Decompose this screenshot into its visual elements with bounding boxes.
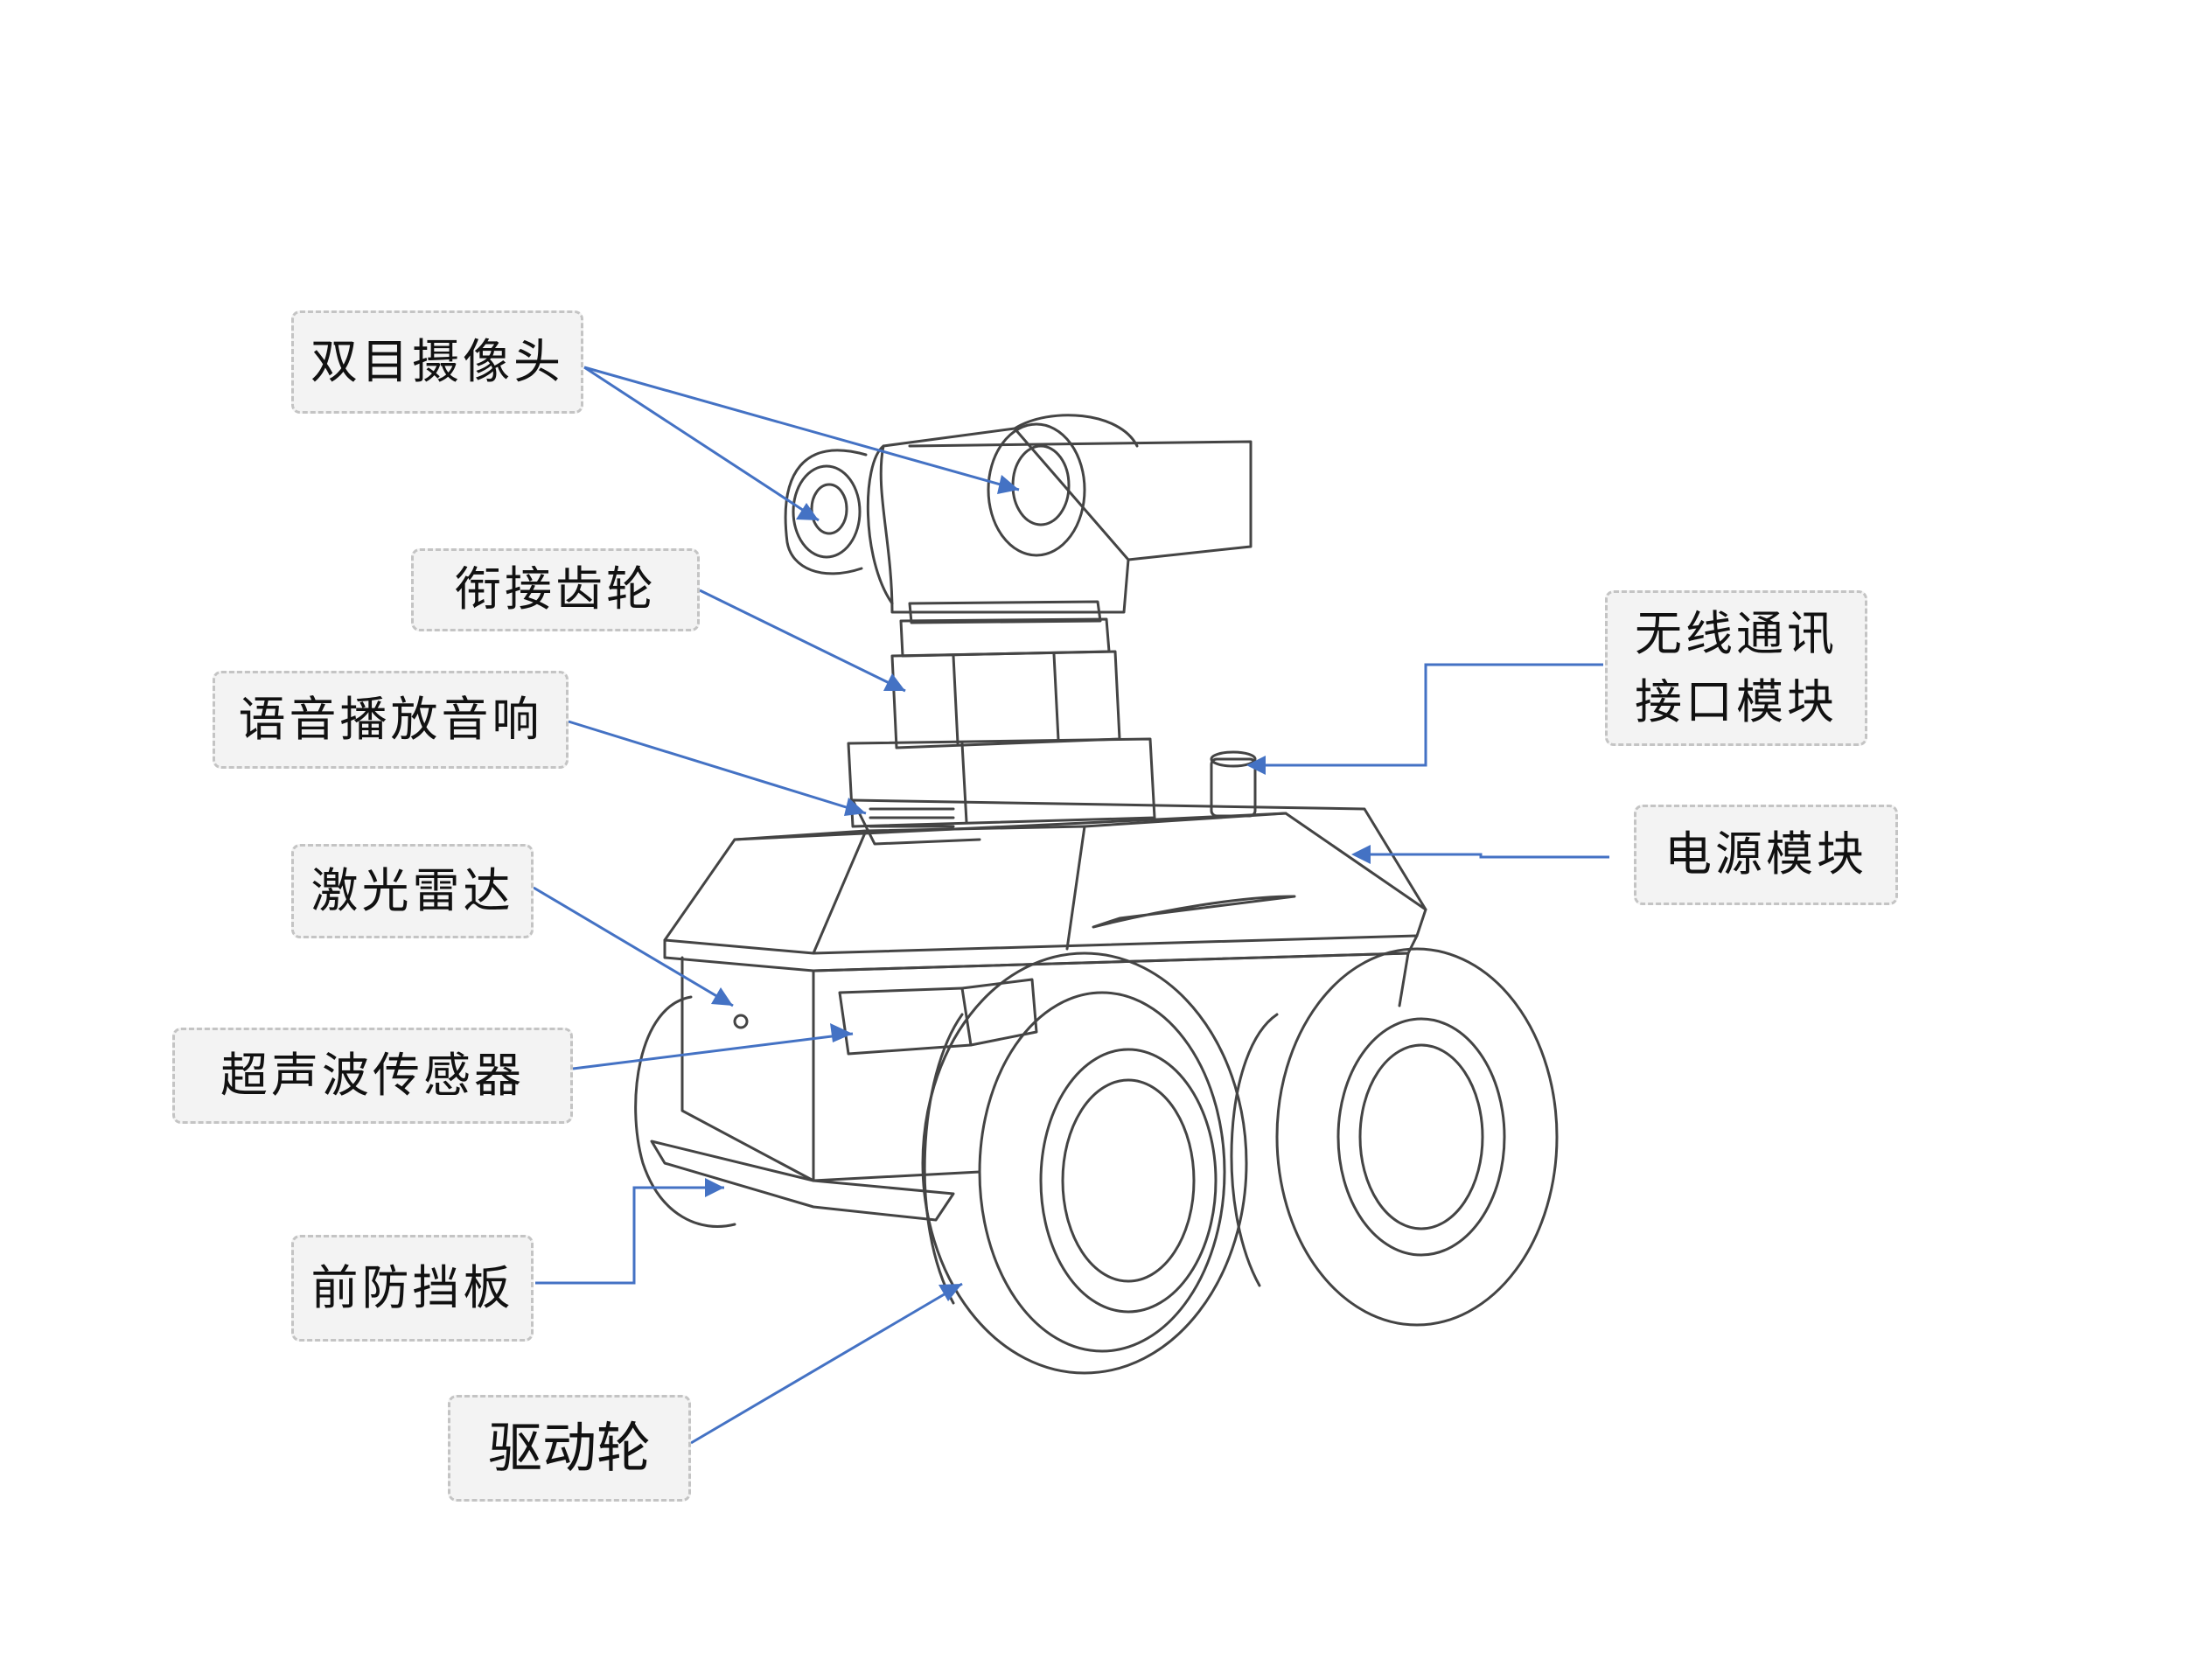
leader-drive-wheel — [690, 1282, 963, 1445]
leader-power — [1360, 853, 1609, 859]
label-drive-wheel: 驱动轮 — [448, 1395, 691, 1502]
leader-wireless — [1260, 663, 1603, 767]
gear-stack — [847, 600, 1156, 828]
label-wireless: 无线通讯 接口模块 — [1605, 590, 1867, 746]
leader-front-guard — [535, 1186, 724, 1285]
label-ultrasonic: 超声波传感器 — [172, 1028, 573, 1124]
front-drive-wheel — [921, 951, 1248, 1375]
label-connecting-gear: 衔接齿轮 — [411, 548, 700, 631]
leader-speaker — [568, 720, 867, 815]
leader-camera-right — [583, 366, 1020, 491]
leader-arrowheads — [705, 475, 1371, 1301]
leader-lines — [533, 366, 1609, 1445]
leader-camera-left — [583, 366, 820, 522]
label-front-guard: 前防挡板 — [291, 1235, 534, 1342]
front-guard-shape — [650, 1140, 955, 1222]
label-binocular-camera: 双目摄像头 — [291, 310, 583, 414]
label-lidar: 激光雷达 — [291, 844, 534, 938]
leader-lidar — [533, 886, 734, 1007]
rear-left-wheel — [634, 995, 736, 1228]
label-power: 电源模块 — [1634, 805, 1898, 905]
label-speaker: 语音播放音响 — [213, 671, 569, 769]
leader-ultrasonic — [572, 1032, 854, 1070]
robot-body — [650, 798, 1427, 1222]
leader-gear — [699, 589, 906, 693]
antenna-module — [1210, 750, 1257, 818]
rear-right-wheel — [1230, 947, 1559, 1327]
